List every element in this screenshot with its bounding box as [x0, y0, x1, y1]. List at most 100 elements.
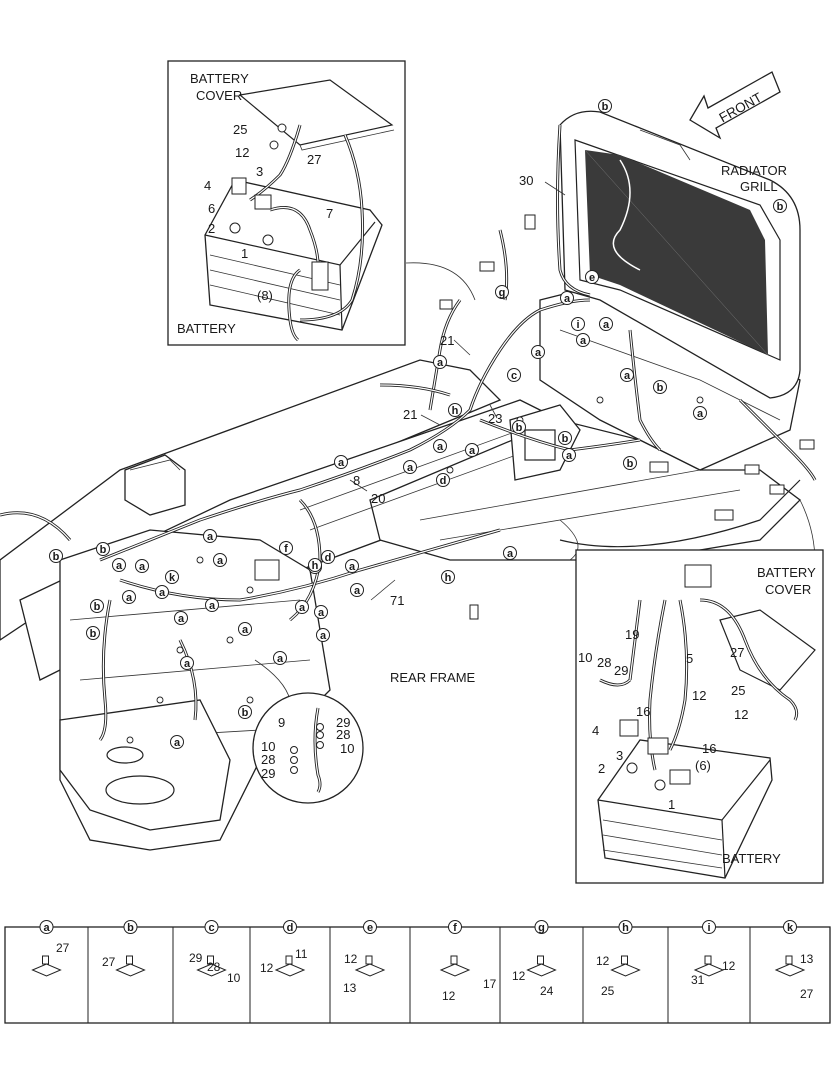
part-number: 19: [625, 627, 639, 642]
callout-letter: a: [564, 293, 571, 305]
callout-circle: [585, 270, 599, 284]
callout-circle: [316, 628, 330, 642]
part-number: (8): [257, 288, 273, 303]
callout-letter: a: [116, 560, 123, 572]
callout-letter: a: [697, 408, 704, 420]
inset-right-cover-2: COVER: [765, 582, 811, 597]
part-number: 27: [307, 152, 321, 167]
rear-frame-drawing: [0, 279, 801, 851]
legend-letter-circle: [534, 920, 549, 934]
part-number: 12: [692, 688, 706, 703]
callout-circle: [238, 705, 252, 719]
callout-letter: a: [277, 653, 284, 665]
part-number: 25: [233, 122, 247, 137]
callout-letter: a: [580, 335, 587, 347]
part-number: 21: [440, 333, 454, 348]
legend-part-sketch: [439, 955, 471, 977]
callout-circle: [174, 611, 188, 625]
callout-circle: [598, 99, 612, 113]
part-number: 10: [261, 739, 275, 754]
callout-letter: b: [94, 601, 101, 613]
callout-circle: [433, 439, 447, 453]
legend-letter-circle: [123, 920, 138, 934]
callout-circle: [433, 355, 447, 369]
callout-letter: i: [576, 319, 579, 331]
legend-part-sketch: [354, 955, 386, 977]
part-number: (6): [695, 758, 711, 773]
callout-circle: [531, 345, 545, 359]
callout-circle: [273, 651, 287, 665]
callout-letter: a: [242, 624, 249, 636]
callout-letter: a: [566, 450, 573, 462]
callout-circle: [308, 558, 322, 572]
callout-circle: [205, 598, 219, 612]
legend-part-sketch: [196, 955, 227, 977]
legend-part-number: 29: [189, 951, 203, 965]
callout-circle: [213, 553, 227, 567]
inset-top-battery-label: BATTERY: [177, 321, 236, 336]
part-number: 29: [261, 766, 275, 781]
legend-part-number: 27: [102, 955, 116, 969]
callout-circle: [599, 317, 613, 331]
legend-letter-circle: [702, 920, 716, 934]
rear-frame-label: REAR FRAME: [390, 670, 476, 685]
legend-letter-circle: [283, 920, 297, 934]
callout-circle: [155, 585, 169, 599]
legend-part-number: 11: [295, 947, 308, 961]
inset-round-detail: 9 29 28 10 10 28 29: [252, 692, 364, 804]
legend-letter: i: [707, 922, 710, 934]
callout-circle: [558, 431, 572, 445]
callout-circle: [295, 600, 309, 614]
callout-letter: a: [126, 592, 133, 604]
legend-part-number: 10: [227, 971, 241, 985]
legend-part-number: 25: [601, 984, 615, 998]
part-number: 3: [256, 164, 263, 179]
part-number: 30: [519, 173, 533, 188]
part-number: 25: [731, 683, 745, 698]
front-arrow: FRONT: [689, 71, 781, 140]
callout-letter: b: [562, 433, 569, 445]
main-part-numbers: 30 21 21 23 8 20 71: [353, 173, 533, 608]
callout-letter: a: [437, 441, 444, 453]
callout-circle: [203, 529, 217, 543]
legend-part-number: 24: [540, 984, 554, 998]
callout-letter: k: [169, 572, 176, 584]
legend-part-number: 12: [722, 959, 736, 973]
part-number: 27: [730, 645, 744, 660]
detail-legend: a27b27c292810d1211e1213f1712g1224h1225i3…: [4, 920, 831, 1024]
callout-letter: b: [516, 422, 523, 434]
part-number: 29: [336, 715, 350, 730]
legend-letter: e: [367, 922, 373, 934]
radiator-label-1: RADIATOR: [721, 163, 787, 178]
callout-letter: b: [242, 707, 249, 719]
legend-part-sketch: [610, 955, 641, 977]
callout-letter: b: [657, 382, 664, 394]
inset-top-cover-2: COVER: [196, 88, 242, 103]
legend-letter-circle: [448, 920, 462, 934]
legend-part-number: 28: [207, 960, 221, 974]
callout-letter: a: [535, 347, 542, 359]
part-number: 21: [403, 407, 417, 422]
callout-letter: b: [777, 201, 784, 213]
callout-circle: [135, 559, 149, 573]
callout-letter: a: [437, 357, 444, 369]
callout-letter: e: [589, 272, 595, 284]
legend-part-sketch: [115, 955, 146, 977]
part-number: 71: [390, 593, 404, 608]
callout-letter: a: [407, 462, 414, 474]
callout-circle: [693, 406, 707, 420]
callout-circle: [495, 285, 509, 299]
part-number: 1: [241, 246, 248, 261]
callout-circle: [562, 448, 576, 462]
callout-letter: b: [53, 551, 60, 563]
callout-circle: [165, 570, 179, 584]
callout-letter: b: [627, 458, 634, 470]
callout-circle: [170, 735, 184, 749]
callout-circle: [620, 368, 634, 382]
part-number: 16: [702, 741, 716, 756]
radiator-label-2: GRILL: [740, 179, 778, 194]
part-number: 2: [598, 761, 605, 776]
callout-circle: [653, 380, 667, 394]
legend-part-number: 12: [442, 989, 456, 1003]
